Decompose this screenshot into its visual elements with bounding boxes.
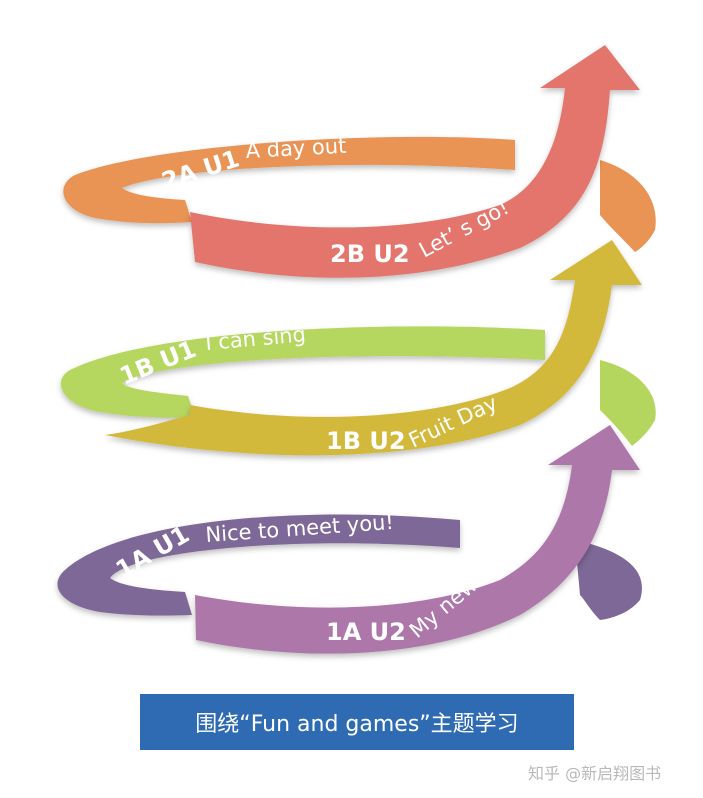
band-1a-u1: [57, 514, 460, 616]
label-2b-u2-code: 2B U2: [330, 240, 410, 268]
tier-1b: 1B U1 I can sing 1B U2 Fruit Day: [60, 240, 656, 456]
band-1b-u1: [60, 326, 546, 418]
band-1b-u2: [105, 240, 642, 456]
band-2-tail: [600, 160, 656, 252]
spiral-diagram: 1A U1 Nice to meet you! 1A U2 My new fri…: [57, 45, 656, 654]
band-2b-u2: [190, 45, 640, 278]
label-1a-u2-code: 1A U2: [326, 618, 406, 646]
theme-caption-text: 围绕“Fun and games”主题学习: [195, 712, 519, 737]
band-1a-tail: [575, 540, 642, 620]
tier-2: 2A U1 A day out 2B U2 Let’ s go!: [63, 45, 656, 278]
band-2a-u1: [63, 136, 515, 224]
tier-1a: 1A U1 Nice to meet you! 1A U2 My new fri…: [57, 425, 642, 654]
watermark: 知乎 @新启翔图书: [528, 764, 662, 783]
label-2a-u1-title: A day out: [245, 134, 347, 163]
band-1b-tail: [600, 360, 656, 446]
theme-caption: 围绕“Fun and games”主题学习: [140, 694, 574, 750]
band-1a-u2: [195, 425, 640, 654]
label-1b-u2-code: 1B U2: [326, 427, 406, 455]
label-1b-u1-code: 1B U1: [116, 335, 200, 391]
